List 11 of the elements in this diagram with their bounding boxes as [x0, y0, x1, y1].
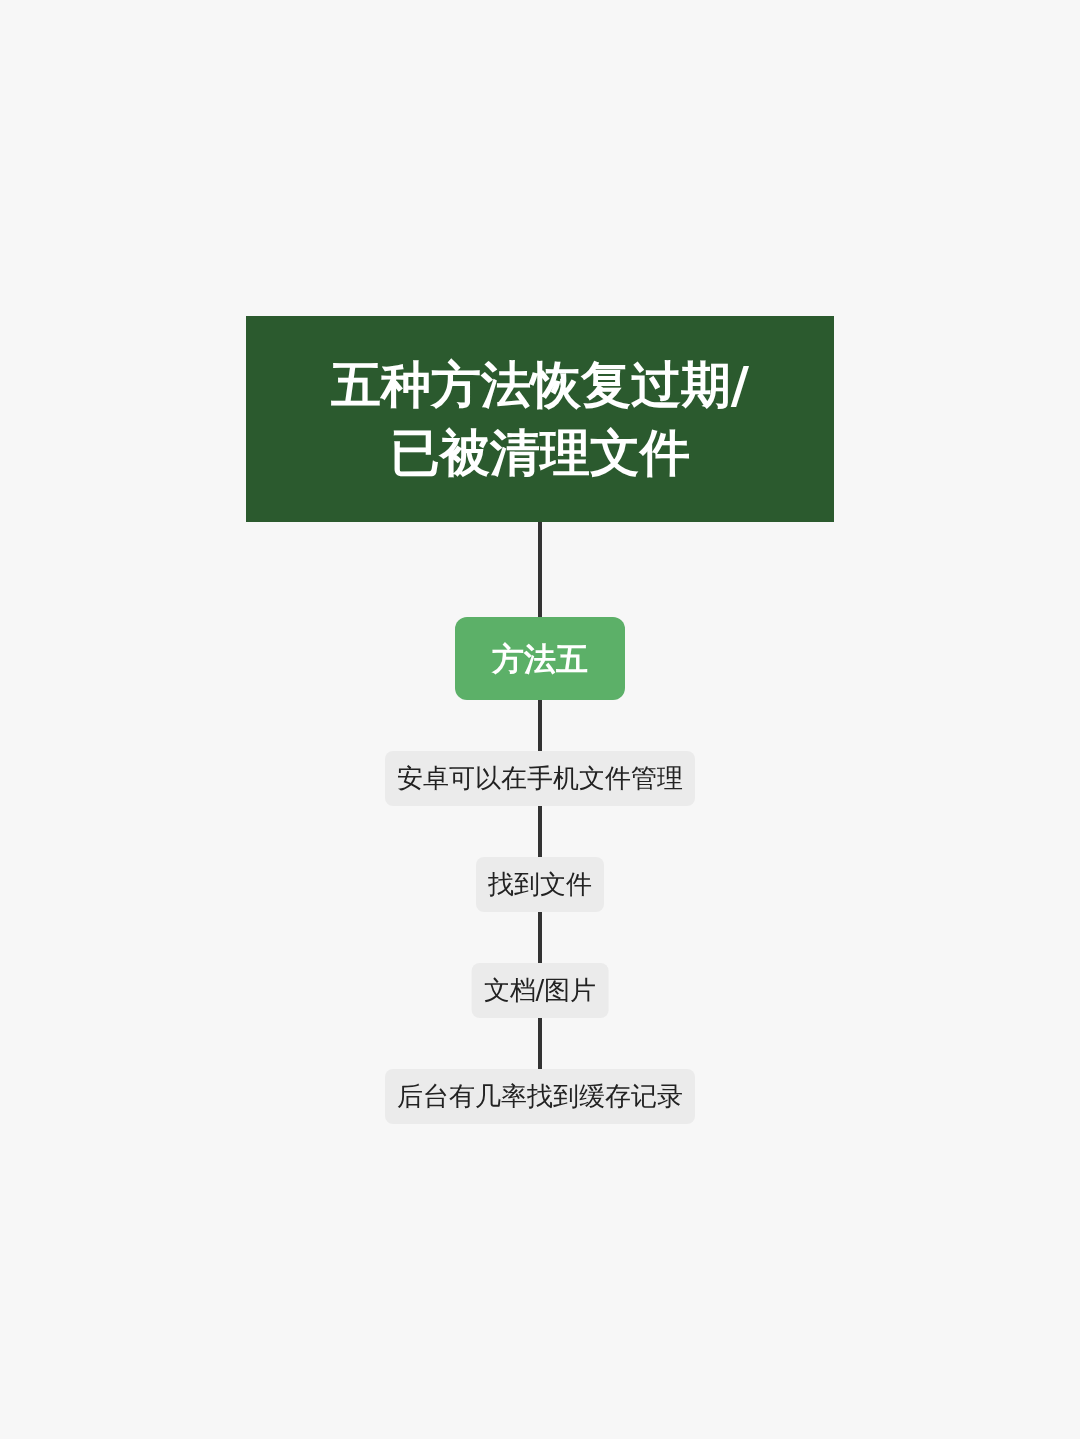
connector-line: [538, 806, 542, 857]
step-box: 找到文件: [476, 857, 604, 912]
step-box: 后台有几率找到缓存记录: [385, 1069, 695, 1124]
connector-line: [538, 1018, 542, 1069]
connector-line: [538, 700, 542, 751]
step-box: 文档/图片: [471, 963, 609, 1018]
step-box: 安卓可以在手机文件管理: [385, 751, 695, 806]
title-box: 五种方法恢复过期/已被清理文件: [246, 316, 834, 522]
connector-line: [538, 912, 542, 963]
method-box: 方法五: [455, 617, 625, 700]
connector-line: [538, 522, 542, 617]
